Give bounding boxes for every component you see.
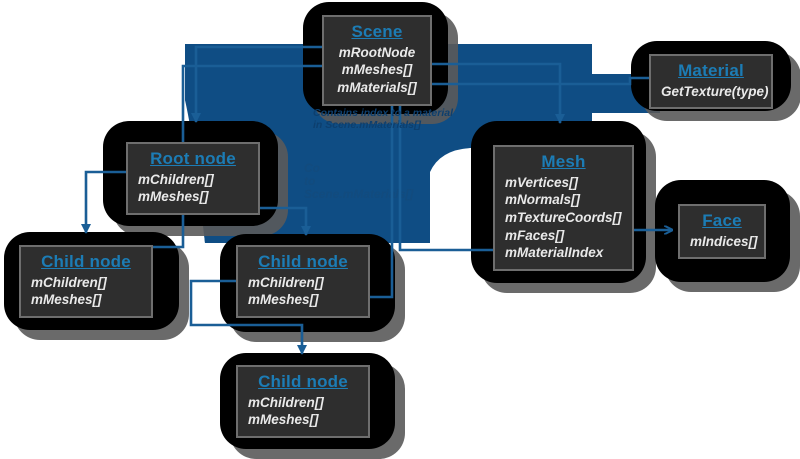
node-child-node-2-title: Child node bbox=[258, 252, 348, 271]
node-scene-field-0: mRootNode bbox=[338, 44, 416, 60]
node-child-node-3-field-1: mMeshes[] bbox=[248, 412, 319, 428]
node-child-node-3-title: Child node bbox=[258, 372, 348, 391]
node-mesh-field-3: mFaces[] bbox=[505, 227, 565, 243]
node-child-node-3[interactable]: Child node mChildren[] mMeshes[] bbox=[236, 365, 370, 439]
wire-scene-mesh bbox=[415, 62, 565, 124]
node-child-node-1-field-1: mMeshes[] bbox=[31, 292, 102, 308]
annotation-material-index-line-2: in Scene.mMaterials[] bbox=[313, 119, 421, 131]
node-face-title: Face bbox=[702, 211, 742, 230]
wire-scene-rootnode bbox=[191, 45, 338, 123]
node-material-field-0: GetTexture(type) bbox=[661, 83, 769, 99]
watermark-line-3: Scene.mMaterials[] bbox=[304, 187, 414, 201]
node-child-node-2-field-0: mChildren[] bbox=[248, 274, 324, 290]
node-child-node-2-field-1: mMeshes[] bbox=[248, 292, 319, 308]
node-material[interactable]: Material GetTexture(type) bbox=[649, 54, 773, 110]
node-child-node-2[interactable]: Child node mChildren[] mMeshes[] bbox=[236, 245, 370, 319]
node-material-title: Material bbox=[678, 61, 744, 80]
node-scene-title: Scene bbox=[351, 22, 403, 41]
node-face[interactable]: Face mIndices[] bbox=[678, 204, 766, 260]
node-child-node-1-field-0: mChildren[] bbox=[31, 274, 107, 290]
watermark-line-1: Co bbox=[304, 161, 320, 175]
node-mesh-title: Mesh bbox=[541, 152, 586, 171]
annotation-material-index-line-1: Contains index to a material bbox=[313, 107, 454, 119]
node-mesh-field-1: mNormals[] bbox=[505, 192, 581, 208]
node-scene[interactable]: Scene mRootNode mMeshes[] mMaterials[] bbox=[322, 15, 432, 106]
node-mesh[interactable]: Mesh mVertices[] mNormals[] mTextureCoor… bbox=[493, 145, 634, 271]
node-mesh-field-0: mVertices[] bbox=[505, 174, 579, 190]
node-root-node-field-0: mChildren[] bbox=[138, 171, 214, 187]
node-root-node[interactable]: Root node mChildren[] mMeshes[] bbox=[126, 142, 260, 216]
node-child-node-3-field-0: mChildren[] bbox=[248, 394, 324, 410]
node-scene-field-2: mMaterials[] bbox=[337, 80, 417, 96]
node-child-node-1-title: Child node bbox=[41, 252, 131, 271]
node-face-field-0: mIndices[] bbox=[690, 233, 758, 249]
node-mesh-field-4: mMaterialIndex bbox=[505, 245, 604, 261]
node-child-node-1[interactable]: Child node mChildren[] mMeshes[] bbox=[19, 245, 153, 319]
node-scene-field-1: mMeshes[] bbox=[341, 62, 413, 78]
wire-child2-child3 bbox=[189, 279, 307, 355]
node-root-node-field-1: mMeshes[] bbox=[138, 189, 209, 205]
watermark-line-2: to bbox=[304, 174, 316, 188]
wire-scene-material bbox=[432, 78, 660, 86]
node-root-node-title: Root node bbox=[150, 149, 236, 168]
node-mesh-field-2: mTextureCoords[] bbox=[505, 210, 622, 226]
